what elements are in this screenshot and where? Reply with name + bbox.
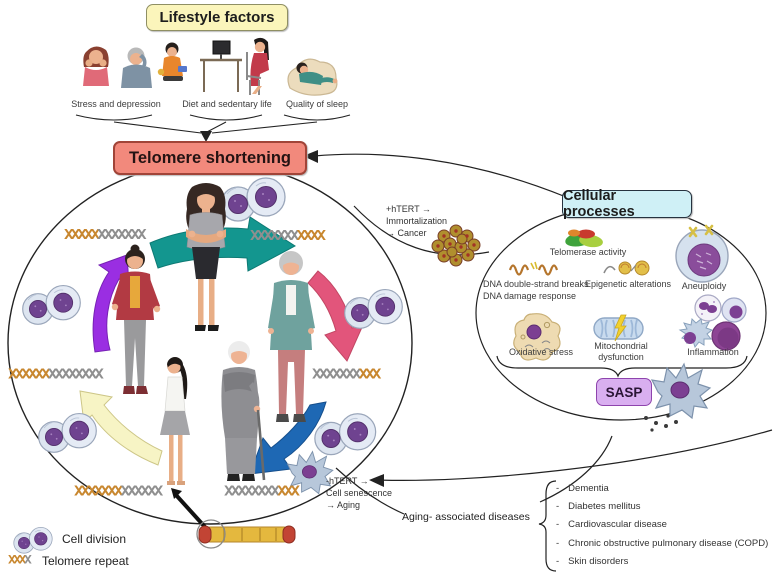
cell-division-icon-bottom-right xyxy=(314,413,377,456)
htert-minus-line1: -hTERT → xyxy=(326,476,369,486)
dna-strand-top-left: XXXXXXXXXXXX xyxy=(64,226,147,243)
diet-sedentary-label: Diet and sedentary life xyxy=(182,99,272,109)
sasp-senescent-cell-icon xyxy=(651,363,711,419)
htert-plus-line2: Immortalization xyxy=(386,216,448,226)
older-woman-figure xyxy=(268,251,315,422)
lifestyle-factors-label: Lifestyle factors xyxy=(159,9,275,26)
disease-item: - Dementia xyxy=(556,483,609,494)
legend-cell-division-label: Cell division xyxy=(62,532,127,546)
dna-strand-mid-right: XXXXXXXXXX xyxy=(312,365,381,382)
disease-label: Dementia xyxy=(568,483,609,494)
diet-sedentary-illustration xyxy=(157,37,269,95)
quality-sleep-label: Quality of sleep xyxy=(285,99,349,109)
sasp-label: SASP xyxy=(605,384,643,400)
young-girl-figure xyxy=(160,357,190,485)
legend-telomere-repeat-label: Telomere repeat xyxy=(42,554,129,568)
epigenetic-alterations-label: Epigenetic alterations xyxy=(584,279,672,289)
elderly-woman-cane-figure xyxy=(221,341,266,481)
telomere-shortening-title: Telomere shortening xyxy=(113,141,307,175)
lifestyle-converge-lines xyxy=(75,114,351,134)
disease-label: Cardiovascular disease xyxy=(568,519,667,530)
disease-bullet: - xyxy=(556,556,560,567)
inflammation-icon xyxy=(678,294,747,351)
sasp-box: SASP xyxy=(596,378,652,406)
arrowhead-to-senescence xyxy=(369,474,384,487)
young-woman-figure xyxy=(186,183,226,331)
cellular-processes-title: Cellular processes xyxy=(562,188,692,220)
adult-woman-red-jacket-figure xyxy=(111,244,161,394)
dna-dsb-label: DNA double-strand breaks xyxy=(483,279,589,289)
htert-minus-line3: → Aging xyxy=(326,500,361,510)
disease-label: Diabetes mellitus xyxy=(568,501,641,512)
sasp-brace xyxy=(496,355,748,378)
dna-strand-top-right: XXXXXXXXXXX xyxy=(250,227,326,244)
disease-item: - Cardiovascular disease xyxy=(556,519,667,530)
htert-minus-annotation: -hTERT → Cell senescence → Aging xyxy=(326,475,392,511)
disease-label: Skin disorders xyxy=(568,556,629,567)
line-cellular-to-telomere xyxy=(313,153,567,198)
disease-bullet: - xyxy=(556,483,560,494)
connector-curves xyxy=(313,153,773,515)
oxidative-stress-icon xyxy=(513,313,561,361)
disease-bullet: - xyxy=(556,519,560,530)
mitochondrial-dysfunction-icon xyxy=(593,314,644,342)
disease-item: - Chronic obstructive pulmonary disease … xyxy=(556,538,768,549)
dna-strand-bottom-left: XXXXXXXXXXXXX xyxy=(74,482,163,499)
telomere-magnifier xyxy=(171,488,296,549)
htert-plus-annotation: +hTERT → Immortalization → Cancer xyxy=(386,203,447,239)
telomerase-activity-icon xyxy=(565,229,603,248)
line-ellipse-to-diseases xyxy=(539,435,613,503)
cell-division-icon-right xyxy=(344,289,403,329)
arrowhead-to-telomere-box xyxy=(303,150,318,163)
line-right-to-senescence xyxy=(377,429,773,481)
telomerase-activity-label: Telomerase activity xyxy=(549,247,627,257)
quality-of-sleep-illustration xyxy=(287,58,338,96)
htert-plus-line3: → Cancer xyxy=(386,228,427,238)
yellow-arrow xyxy=(79,390,163,466)
stress-depression-illustration xyxy=(83,46,152,88)
disease-label: Chronic obstructive pulmonary disease (C… xyxy=(568,538,769,549)
cell-division-icon-top xyxy=(220,177,286,222)
dna-strand-bottom-right: XXXXXXXXXXX xyxy=(224,482,300,499)
lifestyle-factors-title: Lifestyle factors xyxy=(146,4,288,31)
dna-damage-response-label: DNA damage response xyxy=(483,291,577,301)
aneuploidy-label: Aneuploidy xyxy=(681,281,727,291)
legend-telomere-repeat-icon: XXXX xyxy=(8,554,32,567)
telomere-shortening-label: Telomere shortening xyxy=(129,148,291,167)
dna-strand-mid-left: XXXXXXXXXXXXXX xyxy=(8,365,104,382)
aging-diseases-label: Aging- associated diseases xyxy=(402,511,530,523)
sasp-secretion-dots xyxy=(644,414,678,432)
cancer-tumor-icon xyxy=(431,224,481,267)
mitochondrial-dysfunction-label: Mitochondrial dysfunction xyxy=(594,341,648,363)
htert-minus-line2: Cell senescence xyxy=(326,488,393,498)
inflammation-label: Inflammation xyxy=(687,347,739,357)
dna-break-icon xyxy=(508,261,559,276)
line-circle-to-diseases xyxy=(335,467,405,515)
legend-cell-division-icon xyxy=(13,527,53,554)
disease-bullet: - xyxy=(556,538,560,549)
cellular-processes-label: Cellular processes xyxy=(563,188,635,220)
stress-depression-label: Stress and depression xyxy=(71,99,161,109)
htert-plus-line1: +hTERT → xyxy=(386,204,431,214)
arrowhead-to-telomere-top xyxy=(200,131,212,142)
disease-item: - Diabetes mellitus xyxy=(556,501,641,512)
cell-division-icon-bottom-left xyxy=(38,413,97,453)
oxidative-stress-label: Oxidative stress xyxy=(508,347,574,357)
disease-item: - Skin disorders xyxy=(556,556,628,567)
aneuploidy-icon xyxy=(675,224,729,283)
epigenetic-alterations-icon xyxy=(603,260,650,276)
pink-arrow xyxy=(307,270,364,362)
disease-bullet: - xyxy=(556,501,560,512)
cell-division-icon-left xyxy=(22,285,81,325)
diseases-brace xyxy=(538,480,557,572)
